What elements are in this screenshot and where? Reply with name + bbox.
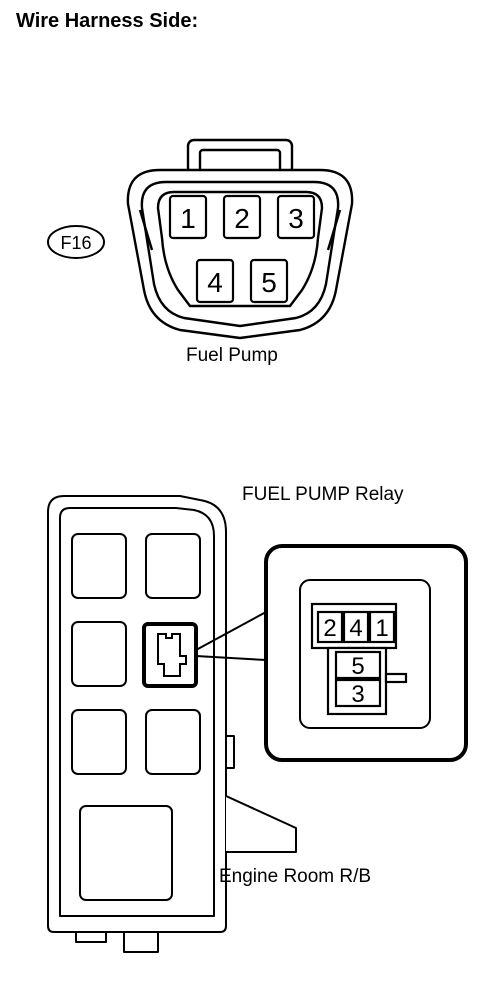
slot [71, 621, 127, 687]
pump-pin-label: 3 [288, 203, 304, 234]
fuel-pump-pins [168, 194, 316, 304]
relay-block-side-tab [225, 735, 235, 769]
slot-large [79, 805, 173, 901]
pump-pin-label: 5 [261, 267, 277, 298]
fuel-pump-relay-slot [142, 622, 198, 688]
relay-pin-label: 5 [351, 653, 364, 680]
connector-cavity [156, 190, 324, 308]
relay-pin-cell-1 [368, 610, 396, 644]
engine-room-rb-caption: Engine Room R/B [219, 866, 372, 887]
relay-block-foot [123, 931, 159, 953]
connector-id-label: F16 [60, 233, 91, 253]
relay-pin-cell-2 [316, 610, 344, 644]
relay-pin-cell-4 [342, 610, 370, 644]
relay-pin-label: 2 [323, 615, 336, 642]
slot [145, 709, 201, 775]
relay-pin-label: 4 [349, 615, 362, 642]
connector-lock-tab [186, 138, 294, 176]
relay-connector-tab [384, 672, 408, 684]
pump-pin-label: 4 [207, 267, 223, 298]
relay-connector [310, 602, 408, 716]
slot [71, 709, 127, 775]
relay-block-slots [71, 533, 201, 901]
pump-pin-label: 1 [180, 203, 196, 234]
relay-pin-cell-3 [334, 678, 382, 708]
relay-callout-lines [195, 611, 267, 661]
relay-pin-cell-5 [334, 650, 382, 680]
slot [145, 533, 201, 599]
fuel-pump-caption: Fuel Pump [186, 345, 278, 366]
page-title: Wire Harness Side: [16, 10, 199, 32]
relay-slot-icon [157, 633, 187, 677]
connector-id-badge: F16 [47, 225, 105, 259]
slot [71, 533, 127, 599]
relay-block-leader [225, 795, 297, 853]
relay-pin-label: 3 [351, 681, 364, 708]
pump-pin-cell-1 [168, 194, 208, 240]
fuel-pump-relay-caption: FUEL PUMP Relay [242, 484, 404, 505]
pump-pin-cell-5 [249, 258, 289, 304]
pump-pin-label: 2 [234, 203, 250, 234]
pump-pin-cell-3 [276, 194, 316, 240]
pump-pin-cell-2 [222, 194, 262, 240]
connector-inner-shell [140, 180, 340, 328]
relay-block-foot [75, 931, 107, 943]
relay-block-inner [59, 507, 215, 917]
pump-pin-cell-4 [195, 258, 235, 304]
relay-pin-label: 1 [375, 615, 388, 642]
